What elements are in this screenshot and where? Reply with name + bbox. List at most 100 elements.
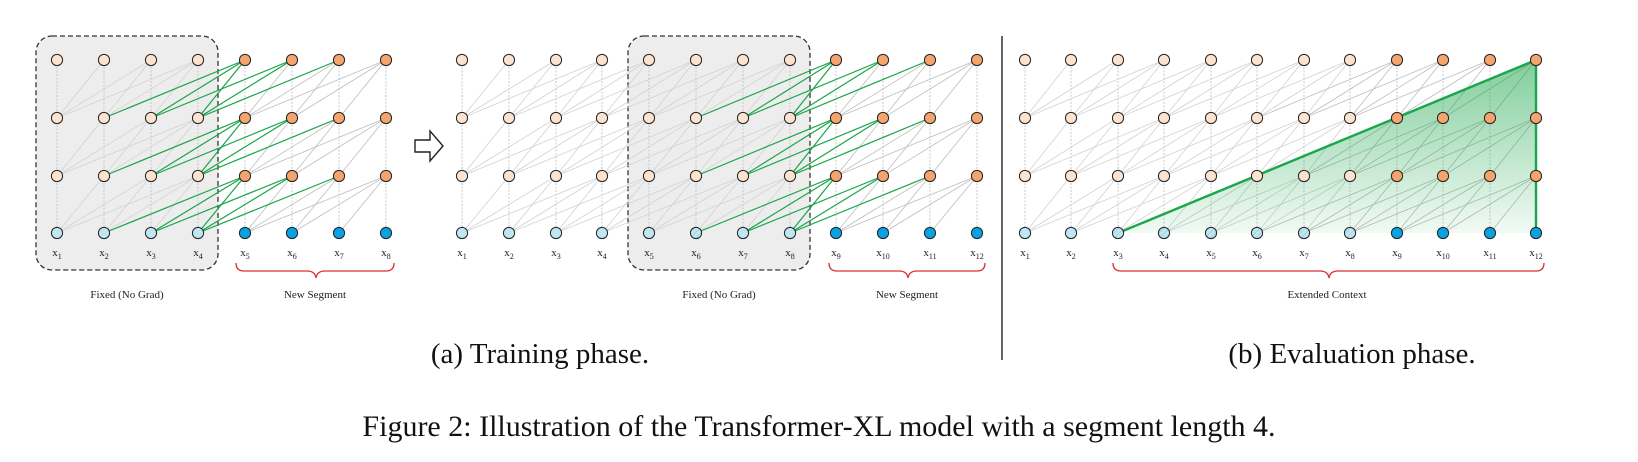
hidden-node <box>1343 111 1357 125</box>
input-node <box>1483 226 1497 240</box>
input-node <box>332 226 346 240</box>
hidden-node <box>332 111 346 125</box>
attention-edge <box>1210 59 1351 119</box>
token-label: x2 <box>1066 247 1076 261</box>
new-segment-brace <box>235 262 395 279</box>
input-node <box>642 226 656 240</box>
hidden-node <box>1390 111 1404 125</box>
recurrence-edge <box>789 117 884 177</box>
attention-edge <box>1210 117 1351 177</box>
attention-edge <box>1396 59 1491 119</box>
attention-edge <box>1256 59 1351 119</box>
attention-edge <box>1024 59 1072 119</box>
attention-edge <box>508 175 650 234</box>
token-label: x7 <box>738 247 748 261</box>
attention-edge <box>461 175 557 234</box>
evaluation-phase-caption: (b) Evaluation phase. <box>1228 338 1476 370</box>
token-label: x3 <box>146 247 156 261</box>
hidden-node <box>1250 169 1264 183</box>
input-node <box>1157 226 1171 240</box>
hidden-node <box>1529 53 1543 67</box>
hidden-node <box>923 111 937 125</box>
hidden-node <box>191 169 205 183</box>
hidden-node <box>238 169 252 183</box>
new-segment-label: New Segment <box>876 289 938 301</box>
input-node <box>238 226 252 240</box>
attention-edge <box>56 59 152 119</box>
hidden-node <box>238 111 252 125</box>
hidden-node <box>876 169 890 183</box>
hidden-node <box>595 53 609 67</box>
attention-edge <box>461 175 510 234</box>
attention-edge <box>648 59 744 119</box>
token-label: x9 <box>831 247 841 261</box>
hidden-node <box>285 53 299 67</box>
attention-edge <box>835 117 978 177</box>
attention-edge <box>461 117 603 177</box>
attention-edge <box>601 175 744 234</box>
attention-edge <box>508 117 650 177</box>
recurrence-edge <box>789 59 884 119</box>
input-node <box>144 226 158 240</box>
attention-edge <box>56 117 105 177</box>
hidden-node <box>1064 111 1078 125</box>
recurrence-edge <box>150 59 246 119</box>
hidden-node <box>876 111 890 125</box>
attention-edge <box>1163 117 1305 177</box>
hidden-node <box>502 53 516 67</box>
attention-edge <box>1024 175 1119 234</box>
recurrence-edge <box>742 117 884 177</box>
attention-edge <box>1070 175 1212 234</box>
hidden-node <box>50 53 64 67</box>
figure-caption: Figure 2: Illustration of the Transforme… <box>362 410 1276 443</box>
attention-edge <box>1070 175 1165 234</box>
recurrence-edge <box>695 117 837 177</box>
token-label: x1 <box>457 247 467 261</box>
input-node <box>970 226 984 240</box>
recurrence-edge <box>742 59 837 119</box>
attention-edge <box>56 175 152 234</box>
attention-edge <box>338 117 387 177</box>
recurrence-edge <box>197 175 293 234</box>
attention-edge <box>695 59 791 119</box>
attention-edge <box>244 59 387 119</box>
attention-edge <box>291 117 387 177</box>
attention-edge <box>1303 59 1444 119</box>
training-phase-caption: (a) Training phase. <box>430 338 650 370</box>
hidden-node <box>736 53 750 67</box>
recurrence-edge <box>197 117 340 177</box>
attention-edge <box>555 175 650 234</box>
input-node <box>829 226 843 240</box>
next-step-arrow-icon <box>414 129 444 163</box>
new-segment-brace <box>828 262 986 279</box>
hidden-node <box>1343 53 1357 67</box>
attention-edge <box>1163 117 1258 177</box>
input-node <box>1390 226 1404 240</box>
token-label: x8 <box>785 247 795 261</box>
hidden-node <box>1436 169 1450 183</box>
attention-edge <box>1070 117 1212 177</box>
hidden-node <box>1390 53 1404 67</box>
attention-edge <box>1349 59 1444 119</box>
input-node <box>736 226 750 240</box>
recurrence-edge <box>150 175 246 234</box>
recurrence-edge <box>789 59 931 119</box>
attention-edge <box>1163 59 1258 119</box>
recurrence-edge <box>695 59 837 119</box>
hidden-node <box>970 53 984 67</box>
input-node <box>1297 226 1311 240</box>
attention-edge <box>1303 59 1398 119</box>
hidden-node <box>1018 111 1032 125</box>
attention-edge <box>461 175 603 234</box>
attention-edge <box>648 175 791 234</box>
token-label: x8 <box>381 247 391 261</box>
hidden-node <box>736 111 750 125</box>
recurrence-edge <box>150 117 246 177</box>
hidden-node <box>455 53 469 67</box>
hidden-node <box>595 111 609 125</box>
hidden-node <box>829 53 843 67</box>
attention-edge <box>508 175 603 234</box>
hidden-node <box>783 111 797 125</box>
attention-edge <box>835 59 931 119</box>
hidden-node <box>502 169 516 183</box>
